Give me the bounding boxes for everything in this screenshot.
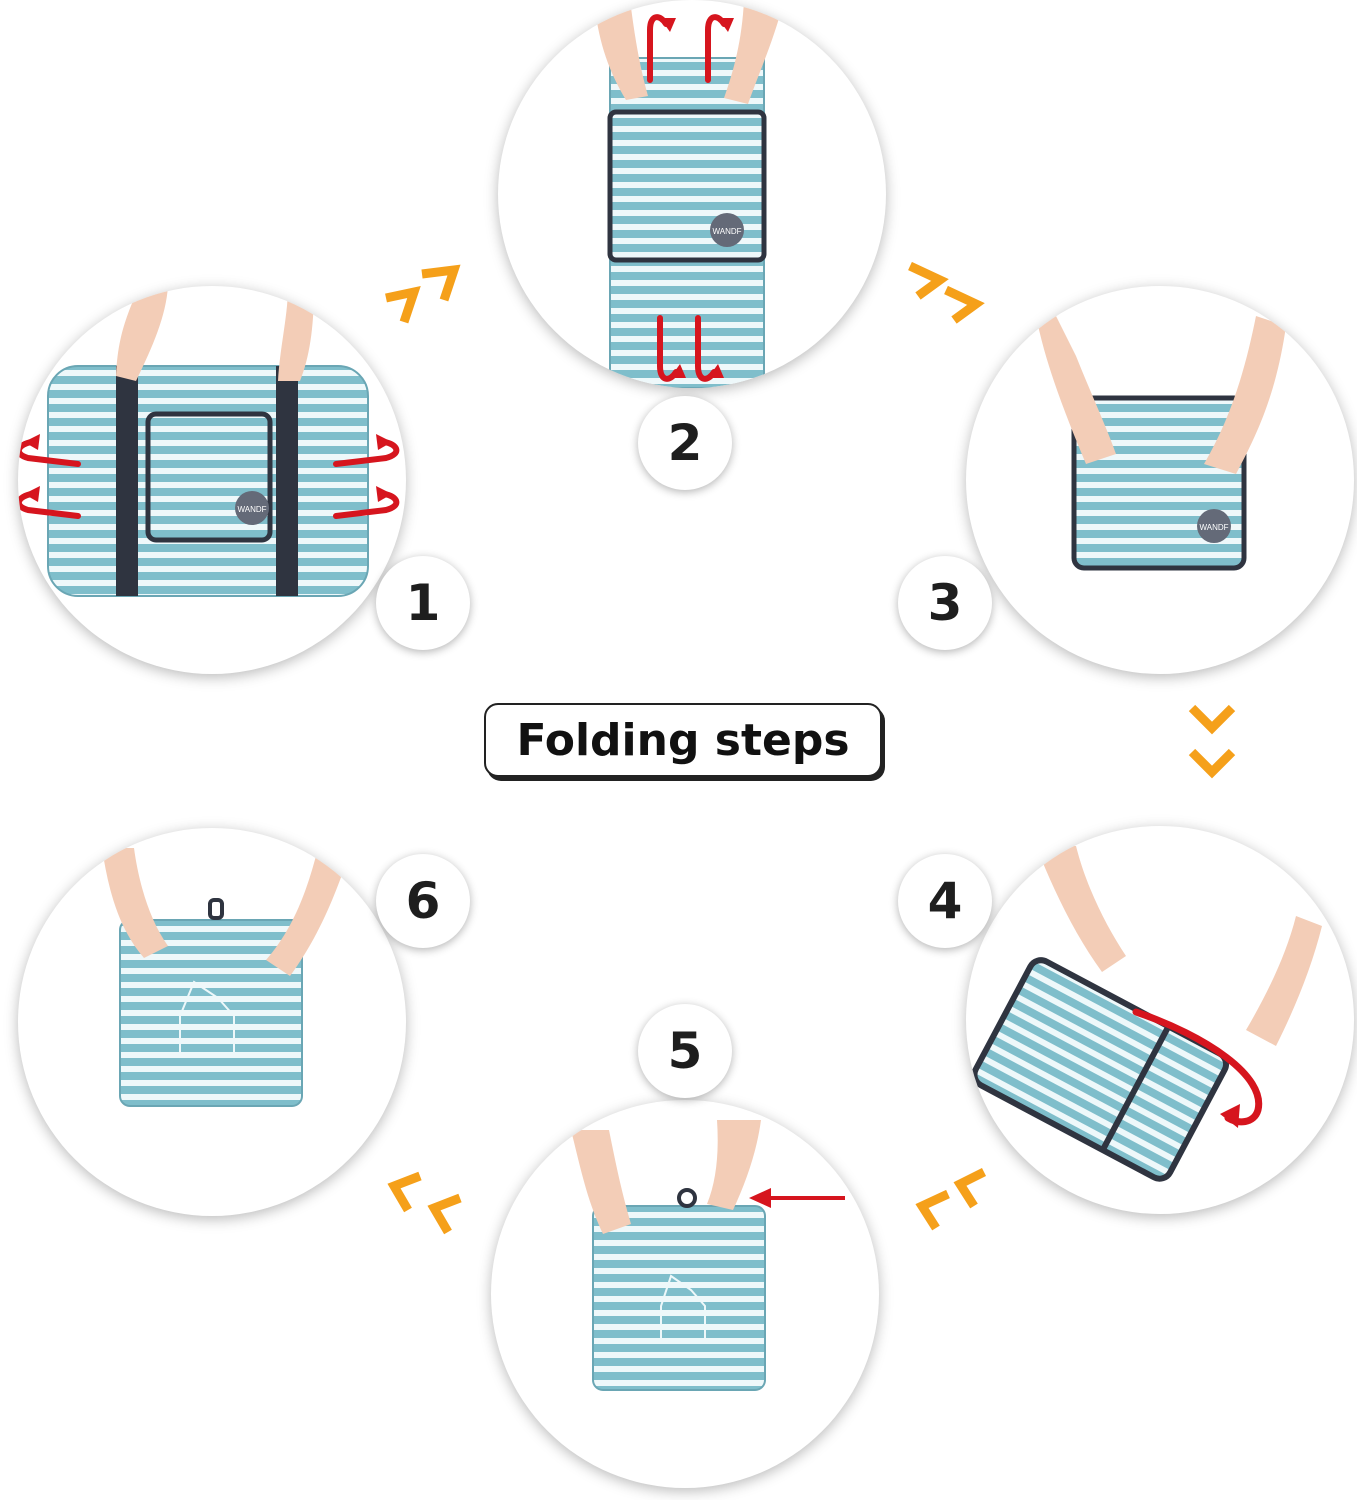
brand-logo: WANDF [1199,523,1228,532]
chevron-arrow-icon [387,1171,462,1235]
rotate-arrow-icon [1132,1008,1263,1128]
step-4-badge: 4 [898,854,992,948]
step-3-photo: WANDF [966,286,1354,674]
step-5-photo [491,1100,879,1488]
brand-logo: WANDF [237,505,266,514]
step-4-photo [966,826,1354,1214]
step-5-badge: 5 [638,1004,732,1098]
step-1-badge: 1 [376,556,470,650]
rotate-arrow-icon [749,1188,845,1208]
step-1-photo: WANDF [18,286,406,674]
chevron-arrow-icon [908,262,985,324]
page-title: Folding steps [484,703,882,777]
brand-logo: WANDF [712,227,741,236]
chevron-arrow-icon [915,1167,987,1231]
step-3-badge: 3 [898,556,992,650]
step-2-photo: WANDF [498,0,886,388]
step-6-badge: 6 [376,854,470,948]
chevron-arrow-icon [385,264,461,324]
step-2-badge: 2 [638,396,732,490]
chevron-arrow-icon [1188,704,1236,779]
step-6-photo [18,828,406,1216]
